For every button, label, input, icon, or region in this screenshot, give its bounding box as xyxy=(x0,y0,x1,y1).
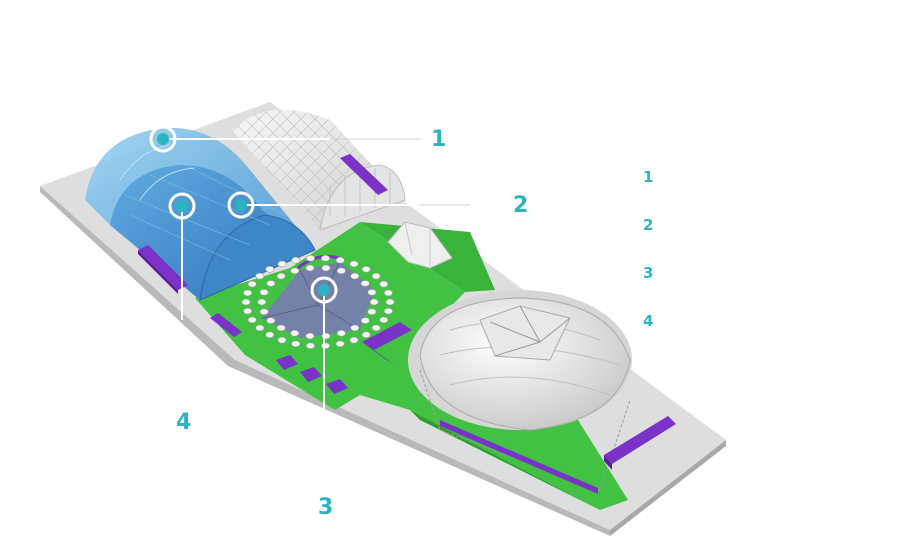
callout-4-label: 4 xyxy=(176,410,192,435)
table xyxy=(247,280,257,288)
table xyxy=(350,272,360,280)
table xyxy=(349,260,359,268)
table xyxy=(335,256,345,264)
table xyxy=(266,317,276,324)
legend-item-2[interactable]: 2 xyxy=(643,216,654,234)
table xyxy=(305,254,315,262)
table xyxy=(349,336,359,344)
table xyxy=(265,331,275,339)
table xyxy=(257,298,267,306)
table xyxy=(361,331,371,339)
table xyxy=(276,324,286,332)
callout-1-label: 1 xyxy=(431,127,447,152)
table xyxy=(247,316,257,324)
table xyxy=(277,336,287,344)
callout-3-label: 3 xyxy=(318,495,334,520)
stage-left-2 xyxy=(210,313,242,337)
table xyxy=(379,280,389,288)
table xyxy=(291,340,301,348)
table xyxy=(383,289,393,297)
stage-dome-left xyxy=(362,322,412,366)
table xyxy=(243,307,253,315)
marker-4[interactable] xyxy=(168,192,196,220)
table xyxy=(305,332,315,340)
table xyxy=(350,324,360,332)
table xyxy=(360,280,370,287)
table xyxy=(290,267,300,275)
table xyxy=(336,267,346,275)
table xyxy=(320,254,330,262)
table xyxy=(241,298,251,306)
table xyxy=(321,264,331,272)
table xyxy=(361,265,371,273)
stage-dome-right xyxy=(604,416,676,470)
marker-2[interactable] xyxy=(227,191,255,219)
table xyxy=(369,298,379,306)
table xyxy=(291,256,301,264)
table xyxy=(259,308,269,316)
table xyxy=(276,272,286,280)
white-tent xyxy=(387,221,453,269)
table xyxy=(320,342,330,350)
table xyxy=(259,288,269,296)
table xyxy=(371,272,381,280)
table xyxy=(383,307,393,315)
table xyxy=(335,340,345,348)
table xyxy=(266,280,276,287)
table xyxy=(379,316,389,324)
marker-3[interactable] xyxy=(310,276,338,304)
table xyxy=(305,264,315,272)
table xyxy=(367,288,377,296)
table xyxy=(367,308,377,316)
callout-lines-shadow xyxy=(330,138,470,206)
legend-item-3[interactable]: 3 xyxy=(643,264,654,282)
legend-item-1[interactable]: 1 xyxy=(643,168,654,186)
table xyxy=(305,342,315,350)
table xyxy=(243,289,253,297)
table xyxy=(265,265,275,273)
table xyxy=(360,317,370,324)
stage-rear xyxy=(340,154,388,195)
table xyxy=(255,272,265,280)
table xyxy=(371,324,381,332)
legend-item-4[interactable]: 4 xyxy=(643,312,654,330)
table xyxy=(336,329,346,337)
table xyxy=(290,329,300,337)
dome-arena xyxy=(408,290,632,491)
callout-2-label: 2 xyxy=(513,193,529,218)
table xyxy=(277,260,287,268)
dome-seating-rail xyxy=(440,420,598,494)
stage-left-1 xyxy=(138,245,188,294)
marker-1[interactable] xyxy=(149,125,177,153)
stage-left-3 xyxy=(276,355,348,394)
table xyxy=(255,324,265,332)
table xyxy=(385,298,395,306)
callout-lines xyxy=(163,138,420,415)
